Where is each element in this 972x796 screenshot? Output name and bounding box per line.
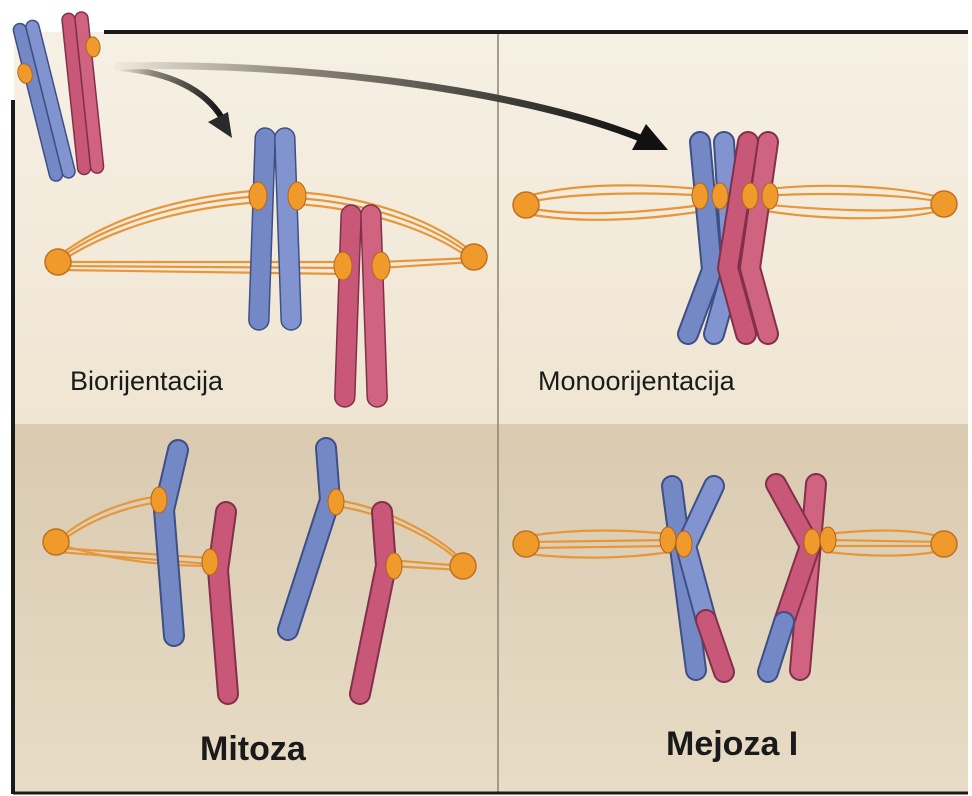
centromere — [372, 252, 390, 280]
centromere — [386, 553, 402, 579]
spindle-pole — [43, 529, 69, 555]
spindle-pole — [45, 249, 71, 275]
centromere — [676, 531, 692, 557]
spindle-pole — [461, 244, 487, 270]
panel-backgrounds — [14, 32, 968, 792]
centromere — [742, 183, 758, 209]
label-meiosis-i: Mejoza I — [666, 725, 798, 763]
centromere — [660, 527, 676, 553]
label-biorientation: Biorijentacija — [70, 366, 224, 396]
spindle-pole — [513, 192, 539, 218]
centromere — [762, 183, 778, 209]
chromosome-red — [728, 142, 768, 334]
centromere — [334, 252, 352, 280]
label-monoorientation: Monoorijentacija — [538, 366, 736, 396]
centromere — [820, 527, 836, 553]
centromere — [328, 489, 344, 515]
label-mitosis: Mitoza — [200, 730, 307, 768]
centromere — [202, 549, 218, 575]
spindle-pole — [450, 553, 476, 579]
centromere — [151, 487, 167, 513]
centromere — [712, 183, 728, 209]
spindle-pole — [931, 191, 957, 217]
spindle-pole — [931, 531, 957, 557]
centromere — [804, 529, 820, 555]
centromere — [692, 183, 708, 209]
spindle-pole — [513, 531, 539, 557]
centromere — [288, 182, 306, 210]
centromere — [249, 182, 267, 210]
